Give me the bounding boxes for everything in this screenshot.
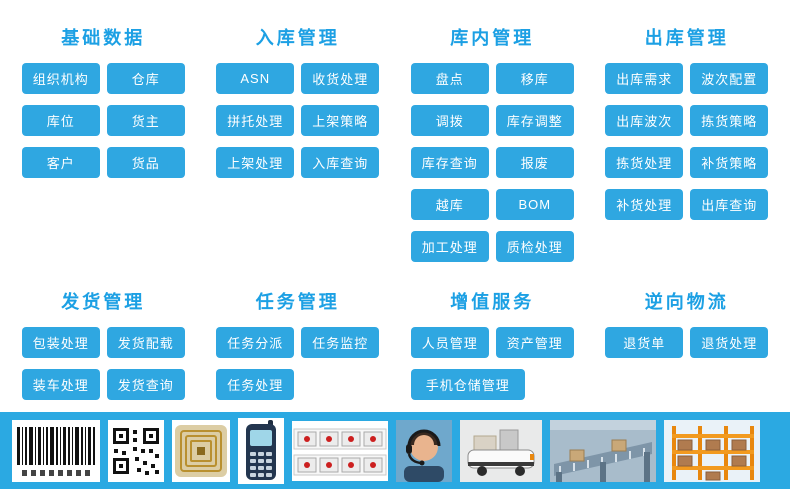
- conveyor-line-image: [550, 419, 656, 482]
- btn-inbound-query[interactable]: 入库查询: [301, 147, 380, 178]
- btn-packing[interactable]: 包装处理: [21, 327, 100, 358]
- btn-asn[interactable]: ASN: [216, 63, 295, 94]
- electronic-shelf-labels-image: [292, 420, 388, 481]
- btn-scrap[interactable]: 报废: [495, 147, 574, 178]
- shipping-buttons: 包装处理 发货配载 装车处理 发货查询: [21, 327, 185, 400]
- btn-picking-strategy[interactable]: 拣货策略: [690, 105, 769, 136]
- section-in-warehouse: 库内管理 盘点 移库 调拨 库存调整 库存查询 报废 越库 BOM 加工处理 质…: [395, 24, 590, 262]
- btn-return-order[interactable]: 退货单: [605, 327, 684, 358]
- btn-replenish-process[interactable]: 补货处理: [605, 189, 684, 220]
- btn-cross-dock[interactable]: 越库: [410, 189, 489, 220]
- btn-processing[interactable]: 加工处理: [410, 231, 489, 262]
- outbound-buttons: 出库需求 波次配置 出库波次 拣货策略 拣货处理 补货策略 补货处理 出库查询: [605, 63, 769, 220]
- btn-goods[interactable]: 货品: [106, 147, 185, 178]
- section-inbound: 入库管理 ASN 收货处理 拼托处理 上架策略 上架处理 入库查询: [201, 24, 396, 262]
- btn-owner[interactable]: 货主: [106, 105, 185, 136]
- btn-palletizing[interactable]: 拼托处理: [216, 105, 295, 136]
- section-title-inbound: 入库管理: [255, 28, 340, 48]
- btn-receiving[interactable]: 收货处理: [301, 63, 380, 94]
- btn-shipping-load[interactable]: 发货配载: [106, 327, 185, 358]
- in-warehouse-buttons: 盘点 移库 调拨 库存调整 库存查询 报废 越库 BOM 加工处理 质检处理: [410, 63, 574, 262]
- btn-mobile-warehouse[interactable]: 手机仓储管理: [410, 369, 525, 400]
- btn-warehouse[interactable]: 仓库: [106, 63, 185, 94]
- btn-personnel[interactable]: 人员管理: [410, 327, 489, 358]
- btn-transfer[interactable]: 调拨: [410, 105, 489, 136]
- btn-wave-config[interactable]: 波次配置: [690, 63, 769, 94]
- btn-inventory-adjust[interactable]: 库存调整: [495, 105, 574, 136]
- section-title-in-warehouse: 库内管理: [450, 28, 535, 48]
- image-strip: [0, 412, 790, 489]
- btn-quality-inspection[interactable]: 质检处理: [495, 231, 574, 262]
- btn-task-process[interactable]: 任务处理: [216, 369, 295, 400]
- btn-stocktaking[interactable]: 盘点: [410, 63, 489, 94]
- section-title-outbound: 出库管理: [644, 28, 729, 48]
- btn-task-dispatch[interactable]: 任务分派: [216, 327, 295, 358]
- btn-task-monitor[interactable]: 任务监控: [301, 327, 380, 358]
- section-title-reverse-logistics: 逆向物流: [644, 292, 729, 312]
- section-title-task: 任务管理: [255, 292, 340, 312]
- btn-outbound-demand[interactable]: 出库需求: [605, 63, 684, 94]
- btn-move[interactable]: 移库: [495, 63, 574, 94]
- section-title-shipping: 发货管理: [61, 292, 146, 312]
- section-title-value-added: 增值服务: [450, 292, 535, 312]
- btn-putaway-process[interactable]: 上架处理: [216, 147, 295, 178]
- btn-asset[interactable]: 资产管理: [495, 327, 574, 358]
- section-title-basic-data: 基础数据: [61, 28, 146, 48]
- pallet-racking-image: [664, 419, 760, 482]
- btn-shipping-query[interactable]: 发货查询: [106, 369, 185, 400]
- reverse-logistics-buttons: 退货单 退货处理: [605, 327, 769, 358]
- btn-bom[interactable]: BOM: [495, 189, 574, 220]
- btn-org-structure[interactable]: 组织机构: [21, 63, 100, 94]
- section-reverse-logistics: 逆向物流 退货单 退货处理: [590, 288, 785, 400]
- section-outbound: 出库管理 出库需求 波次配置 出库波次 拣货策略 拣货处理 补货策略 补货处理 …: [590, 24, 785, 262]
- qr-code-image: [108, 419, 164, 482]
- barcode-image: [12, 419, 100, 482]
- section-value-added: 增值服务 人员管理 资产管理 手机仓储管理: [395, 288, 590, 400]
- wms-menu-grid: 基础数据 组织机构 仓库 库位 货主 客户 货品 入库管理 ASN 收货处理 拼…: [6, 24, 785, 400]
- btn-truck-loading[interactable]: 装车处理: [21, 369, 100, 400]
- basic-data-buttons: 组织机构 仓库 库位 货主 客户 货品: [21, 63, 185, 178]
- btn-putaway-strategy[interactable]: 上架策略: [301, 105, 380, 136]
- btn-customer[interactable]: 客户: [21, 147, 100, 178]
- btn-picking-process[interactable]: 拣货处理: [605, 147, 684, 178]
- section-basic-data: 基础数据 组织机构 仓库 库位 货主 客户 货品: [6, 24, 201, 262]
- btn-inventory-query[interactable]: 库存查询: [410, 147, 489, 178]
- rfid-tag-image: [172, 419, 230, 482]
- btn-replenish-strategy[interactable]: 补货策略: [690, 147, 769, 178]
- inbound-buttons: ASN 收货处理 拼托处理 上架策略 上架处理 入库查询: [216, 63, 380, 178]
- section-task: 任务管理 任务分派 任务监控 任务处理: [201, 288, 396, 400]
- btn-location[interactable]: 库位: [21, 105, 100, 136]
- section-shipping: 发货管理 包装处理 发货配载 装车处理 发货查询: [6, 288, 201, 400]
- btn-outbound-wave[interactable]: 出库波次: [605, 105, 684, 136]
- task-buttons: 任务分派 任务监控 任务处理: [216, 327, 380, 400]
- agv-robot-image: [460, 419, 542, 482]
- handheld-terminal-image: [238, 417, 284, 484]
- btn-return-process[interactable]: 退货处理: [690, 327, 769, 358]
- btn-outbound-query[interactable]: 出库查询: [690, 189, 769, 220]
- value-added-buttons: 人员管理 资产管理 手机仓储管理: [410, 327, 574, 400]
- customer-service-agent-image: [396, 419, 452, 482]
